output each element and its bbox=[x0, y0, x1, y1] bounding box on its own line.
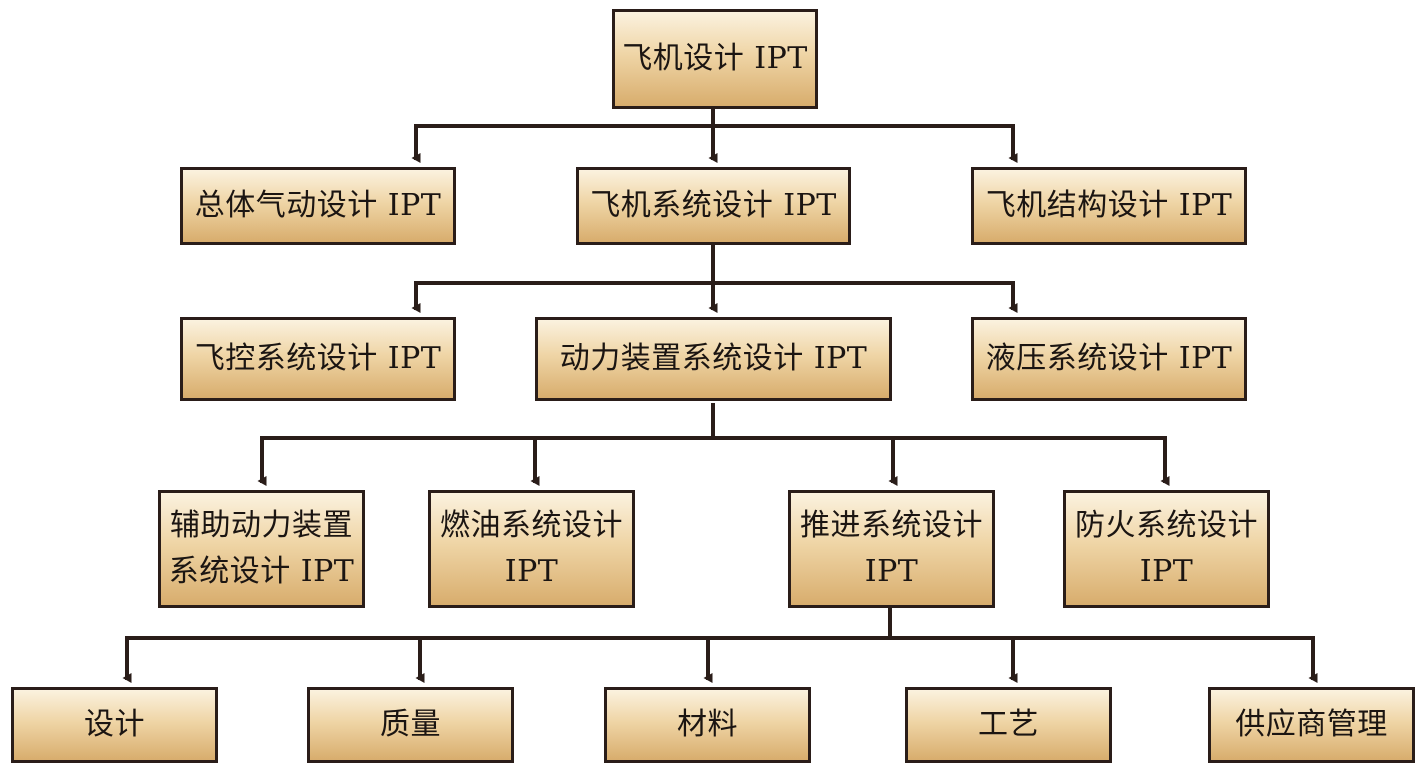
node-supplier-management: 供应商管理 bbox=[1208, 687, 1415, 763]
node-root: 飞机设计 IPT bbox=[612, 9, 818, 109]
node-design: 设计 bbox=[11, 687, 218, 763]
node-powerplant-system-design: 动力装置系统设计 IPT bbox=[535, 317, 892, 401]
node-materials: 材料 bbox=[604, 687, 811, 763]
node-quality: 质量 bbox=[307, 687, 514, 763]
node-aircraft-structure-design: 飞机结构设计 IPT bbox=[971, 167, 1247, 245]
node-process: 工艺 bbox=[905, 687, 1112, 763]
node-overall-aero-design: 总体气动设计 IPT bbox=[180, 167, 456, 245]
node-fire-protection-design: 防火系统设计 IPT bbox=[1063, 490, 1270, 608]
node-flight-control-design: 飞控系统设计 IPT bbox=[180, 317, 456, 401]
node-hydraulic-system-design: 液压系统设计 IPT bbox=[971, 317, 1247, 401]
node-fuel-system-design: 燃油系统设计 IPT bbox=[428, 490, 635, 608]
node-propulsion-system-design: 推进系统设计 IPT bbox=[788, 490, 995, 608]
node-aircraft-systems-design: 飞机系统设计 IPT bbox=[576, 167, 851, 245]
node-apu-system-design: 辅助动力装置 系统设计 IPT bbox=[158, 490, 365, 608]
